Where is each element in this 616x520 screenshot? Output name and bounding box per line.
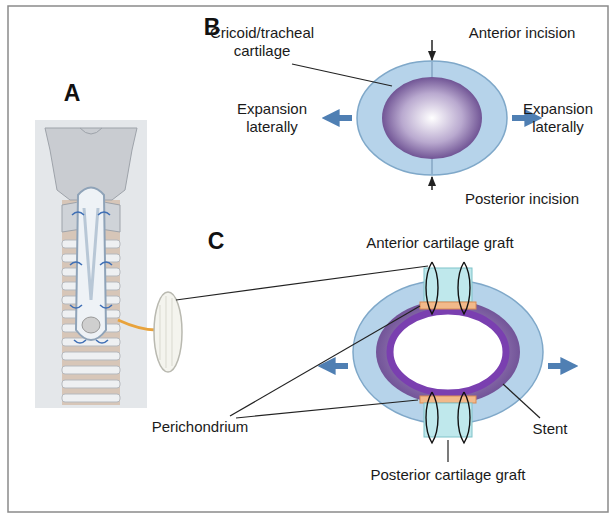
tracheal-ring <box>62 352 120 360</box>
tracheal-ring <box>62 380 120 388</box>
part-label: Anterior incision <box>447 24 597 42</box>
part-label: Posterior cartilage graft <box>338 466 558 484</box>
direction-label: Expansion laterally <box>230 100 314 136</box>
panel-letter: C <box>199 228 233 256</box>
part-label: Cricoid/tracheal cartilage <box>200 24 324 60</box>
part-label: Perichondrium <box>138 418 262 436</box>
part-label: Stent <box>520 420 580 438</box>
part-label: Anterior cartilage graft <box>330 234 550 252</box>
tracheal-ring <box>62 366 120 374</box>
cross-section-c <box>230 262 564 462</box>
airway-illustration <box>35 120 182 408</box>
cross-section-b <box>292 40 528 190</box>
frame <box>8 6 608 512</box>
direction-label: Expansion laterally <box>516 100 600 136</box>
panel-letter: A <box>55 80 89 108</box>
tracheal-ring <box>62 394 120 402</box>
part-label: Posterior incision <box>447 190 597 208</box>
